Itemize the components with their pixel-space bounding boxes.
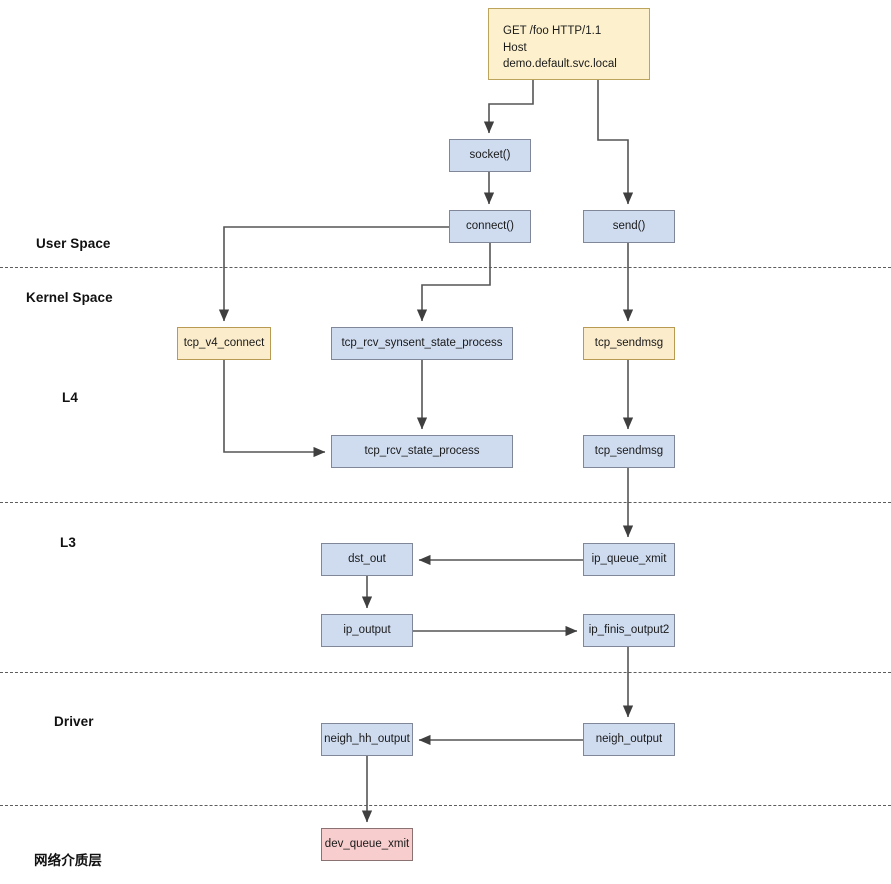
layer-label-l4: L4 <box>62 390 78 405</box>
node-tcp-rcv-synsent-state-process[interactable]: tcp_rcv_synsent_state_process <box>331 327 513 360</box>
edge-http-to-send <box>597 80 634 205</box>
layer-label-driver: Driver <box>54 714 94 729</box>
node-ip-finis-output2[interactable]: ip_finis_output2 <box>583 614 675 647</box>
node-label: send() <box>612 220 646 233</box>
node-ip-queue-xmit[interactable]: ip_queue_xmit <box>583 543 675 576</box>
node-label: tcp_rcv_synsent_state_process <box>341 337 503 350</box>
divider-l4-l3 <box>0 502 891 503</box>
divider-l3-driver <box>0 672 891 673</box>
divider-driver-media <box>0 805 891 806</box>
node-ip-output[interactable]: ip_output <box>321 614 413 647</box>
node-label: socket() <box>469 149 511 162</box>
node-label: dst_out <box>348 553 386 566</box>
node-label: neigh_hh_output <box>324 733 410 746</box>
node-label: dev_queue_xmit <box>324 838 410 851</box>
node-label: tcp_sendmsg <box>594 445 664 458</box>
node-tcp-sendmsg-l4b[interactable]: tcp_sendmsg <box>583 435 675 468</box>
node-neigh-output[interactable]: neigh_output <box>583 723 675 756</box>
node-tcp-sendmsg-l4a[interactable]: tcp_sendmsg <box>583 327 675 360</box>
edge-tcp-v4-to-rcv-state <box>223 360 326 458</box>
node-connect[interactable]: connect() <box>449 210 531 243</box>
node-label: connect() <box>466 220 514 233</box>
layer-label-kernel-space: Kernel Space <box>26 290 113 305</box>
node-label: tcp_rcv_state_process <box>364 445 480 458</box>
edge-connect-to-synsent <box>416 243 491 322</box>
node-label: tcp_v4_connect <box>183 337 265 350</box>
edge-http-to-socket <box>483 80 534 134</box>
node-label: ip_queue_xmit <box>591 553 667 566</box>
node-label: ip_output <box>343 624 391 637</box>
node-dev-queue-xmit[interactable]: dev_queue_xmit <box>321 828 413 861</box>
layer-label-l3: L3 <box>60 535 76 550</box>
node-tcp-rcv-state-process[interactable]: tcp_rcv_state_process <box>331 435 513 468</box>
node-label-line: GET /foo HTTP/1.1 <box>503 25 602 37</box>
edge-connect-to-tcp-v4 <box>218 226 449 322</box>
layer-label-user-space: User Space <box>36 236 111 251</box>
node-label: neigh_output <box>595 733 663 746</box>
node-label: ip_finis_output2 <box>588 624 670 637</box>
node-dst-out[interactable]: dst_out <box>321 543 413 576</box>
divider-user-kernel <box>0 267 891 268</box>
node-send[interactable]: send() <box>583 210 675 243</box>
node-label: tcp_sendmsg <box>594 337 664 350</box>
node-tcp-v4-connect[interactable]: tcp_v4_connect <box>177 327 271 360</box>
node-socket[interactable]: socket() <box>449 139 531 172</box>
node-label-line: Host demo.default.svc.local <box>503 41 617 71</box>
node-neigh-hh-output[interactable]: neigh_hh_output <box>321 723 413 756</box>
layer-label-media-layer: 网络介质层 <box>34 853 102 868</box>
